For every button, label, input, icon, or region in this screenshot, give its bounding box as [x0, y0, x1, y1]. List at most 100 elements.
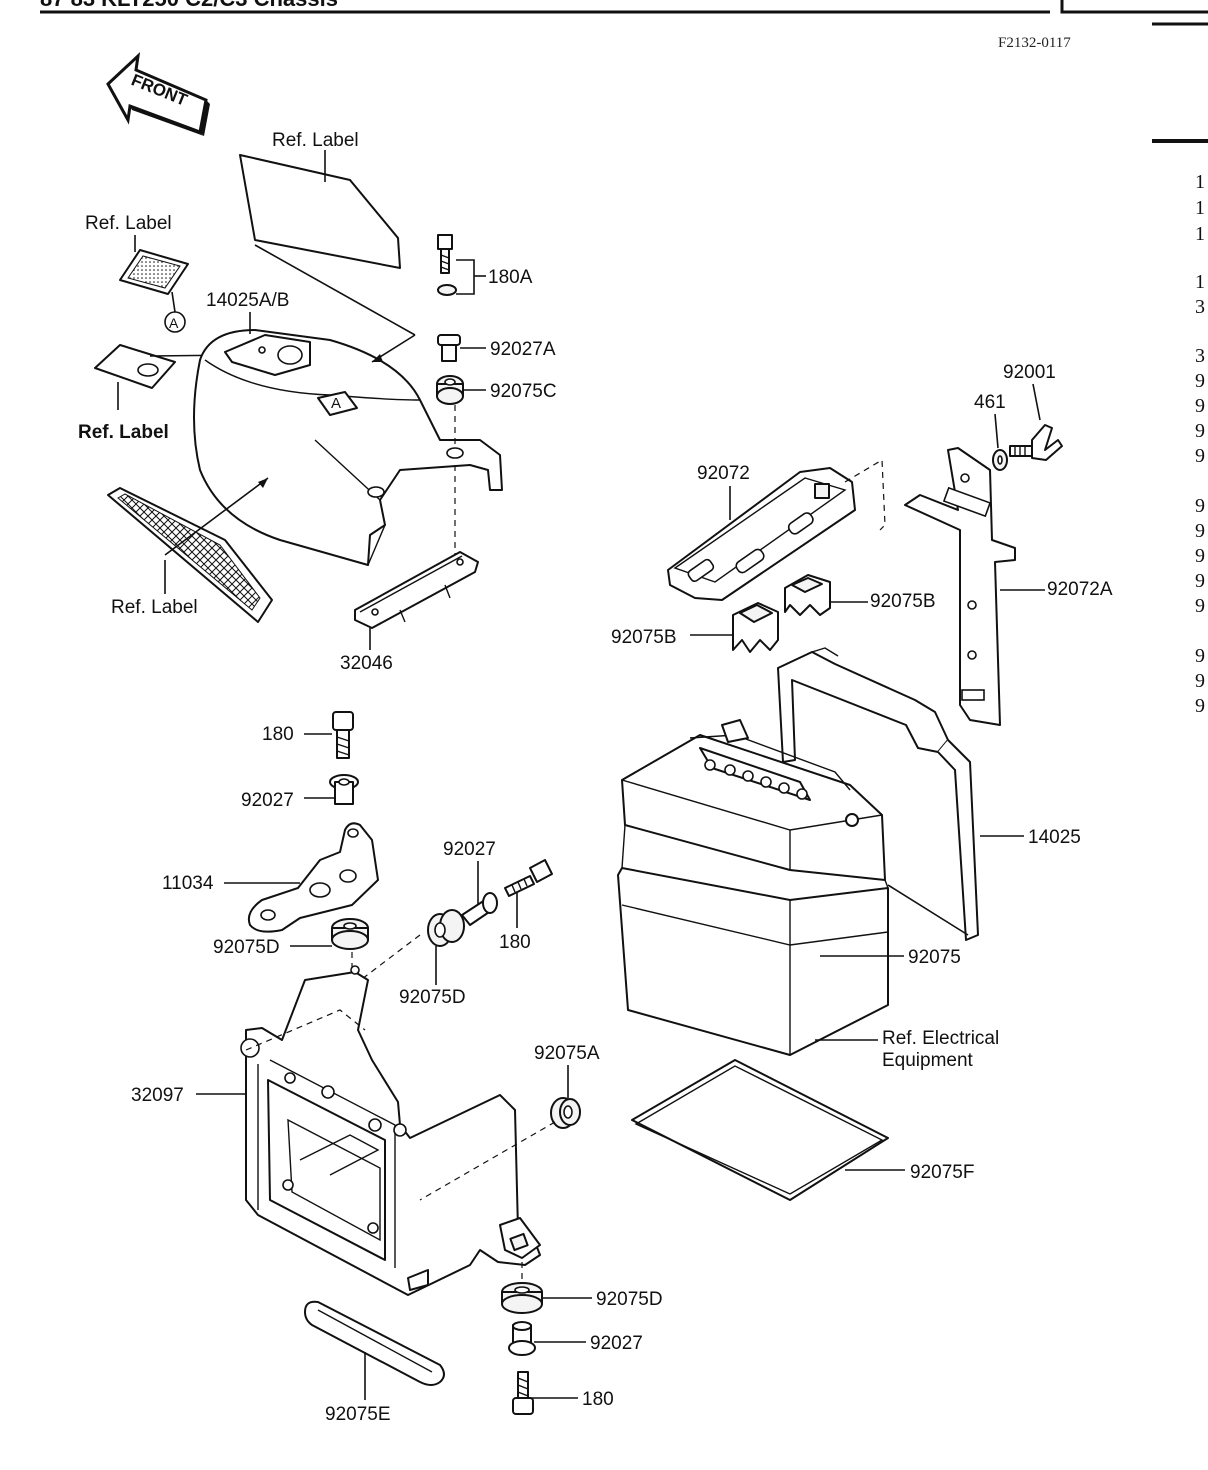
margin-number: 9	[1195, 370, 1205, 392]
margin-number: 1	[1195, 197, 1205, 219]
label-92072a: 92072A	[1047, 579, 1113, 600]
rail-32046	[354, 551, 479, 629]
callout-circle-a	[164, 311, 186, 333]
label-92075c: 92075C	[490, 381, 557, 402]
leader	[171, 291, 176, 313]
grommet-92075a	[550, 1097, 581, 1129]
leader	[994, 413, 999, 449]
margin-number: 9	[1195, 545, 1205, 567]
front-arrow-badge: FRONT	[106, 52, 210, 136]
label-461: 461	[974, 392, 1006, 413]
label-ref-label-top: Ref. Label	[272, 130, 359, 151]
grommet-92075d-mid	[427, 909, 465, 947]
battery	[621, 719, 886, 881]
header-box	[1060, 0, 1208, 14]
tray-92072	[667, 467, 856, 601]
ref-label-sheet-top	[239, 154, 401, 269]
margin-number: 9	[1195, 595, 1205, 617]
label-92027-top: 92027	[241, 790, 294, 811]
axis-line	[844, 458, 886, 531]
margin-numbers: 1 1 1 1 3 3 9 9 9 9 9 9 9 9 9 9 9 9	[1195, 171, 1205, 717]
grommet-92075d-left	[331, 918, 369, 950]
label-92075: 92075	[908, 947, 961, 968]
grommet-92075d-bottom	[501, 1282, 543, 1314]
bolt-180-top	[332, 711, 354, 759]
margin-number: 3	[1195, 296, 1205, 318]
label-180-mid: 180	[499, 932, 531, 953]
label-92027a: 92027A	[490, 339, 556, 360]
washer-461	[992, 449, 1008, 471]
label-92075a: 92075A	[534, 1043, 600, 1064]
collar-92027-bottom	[508, 1321, 536, 1356]
label-ref-label-bottom: Ref. Label	[111, 597, 198, 618]
header: 87 83 KLT250 C2/C3 Chassis F2132-0117	[40, 0, 1208, 143]
leader	[164, 477, 269, 556]
label-92075d-mid: 92075D	[399, 987, 466, 1008]
margin-number: 1	[1195, 223, 1205, 245]
strap-14025	[777, 647, 979, 941]
label-92075b-right: 92075B	[870, 591, 936, 612]
margin-number: 9	[1195, 695, 1205, 717]
frame-32097	[240, 965, 541, 1296]
pad-92075b-right	[784, 574, 831, 616]
margin-number: 9	[1195, 570, 1205, 592]
collar-92027-mid	[461, 892, 498, 926]
leader	[887, 884, 969, 936]
label-92027-mid: 92027	[443, 839, 496, 860]
mat-92075f	[631, 1059, 889, 1201]
label-92075e: 92075E	[325, 1404, 391, 1425]
strip-92075e	[304, 1300, 445, 1386]
label-92072: 92072	[697, 463, 750, 484]
label-32097: 32097	[131, 1085, 184, 1106]
figure-code: F2132-0117	[998, 35, 1071, 51]
label-32046: 32046	[340, 653, 393, 674]
margin-number: 9	[1195, 420, 1205, 442]
label-180-bottom: 180	[582, 1389, 614, 1410]
bolt-180-mid	[504, 859, 553, 897]
margin-number: 3	[1195, 345, 1205, 367]
collar-92027-top	[329, 774, 359, 805]
leader	[254, 244, 416, 336]
label-ref-electrical-2: Equipment	[882, 1050, 974, 1071]
label-ref-label-left-mid: Ref. Label	[78, 422, 169, 443]
margin-number: 1	[1195, 271, 1205, 293]
collar-92027a	[437, 334, 461, 362]
margin-number: 9	[1195, 495, 1205, 517]
grommet-92075c	[436, 375, 464, 405]
margin-number: 9	[1195, 445, 1205, 467]
label-92001: 92001	[1003, 362, 1056, 383]
label-ref-electrical-1: Ref. Electrical	[882, 1028, 999, 1049]
battery-case-92075	[617, 824, 889, 1056]
pad-92075b-left	[732, 602, 779, 653]
bracket-11034	[247, 822, 379, 933]
margin-number: 1	[1195, 171, 1205, 193]
callout-a-cover: A	[331, 395, 341, 412]
label-92075b-left: 92075B	[611, 627, 677, 648]
axis-line	[419, 1121, 556, 1201]
callout-a-left: A	[169, 315, 179, 331]
battery-cover	[193, 329, 503, 566]
label-14025: 14025	[1028, 827, 1081, 848]
ref-label-gasket	[94, 344, 176, 389]
label-180a: 180A	[488, 267, 533, 288]
ref-label-mesh	[107, 487, 273, 623]
label-92075f: 92075F	[910, 1162, 974, 1183]
label-92075d-bottom: 92075D	[596, 1289, 663, 1310]
label-92027-bottom: 92027	[590, 1333, 643, 1354]
margin-number: 9	[1195, 520, 1205, 542]
bracket-92072a	[904, 447, 1016, 726]
label-ref-label-left-top: Ref. Label	[85, 213, 172, 234]
header-title: 87 83 KLT250 C2/C3 Chassis	[40, 0, 338, 11]
leader	[1032, 383, 1041, 421]
arrowhead	[372, 354, 383, 362]
label-180-top: 180	[262, 724, 294, 745]
bolt-180a	[437, 234, 457, 296]
ref-label-sticker-small	[119, 249, 189, 295]
bolt-180-bottom	[512, 1371, 534, 1415]
margin-number: 9	[1195, 395, 1205, 417]
wing-bolt-92001	[1009, 424, 1063, 461]
label-92075d-left: 92075D	[213, 937, 280, 958]
bracket-180a	[456, 259, 475, 295]
margin-number: 9	[1195, 645, 1205, 667]
